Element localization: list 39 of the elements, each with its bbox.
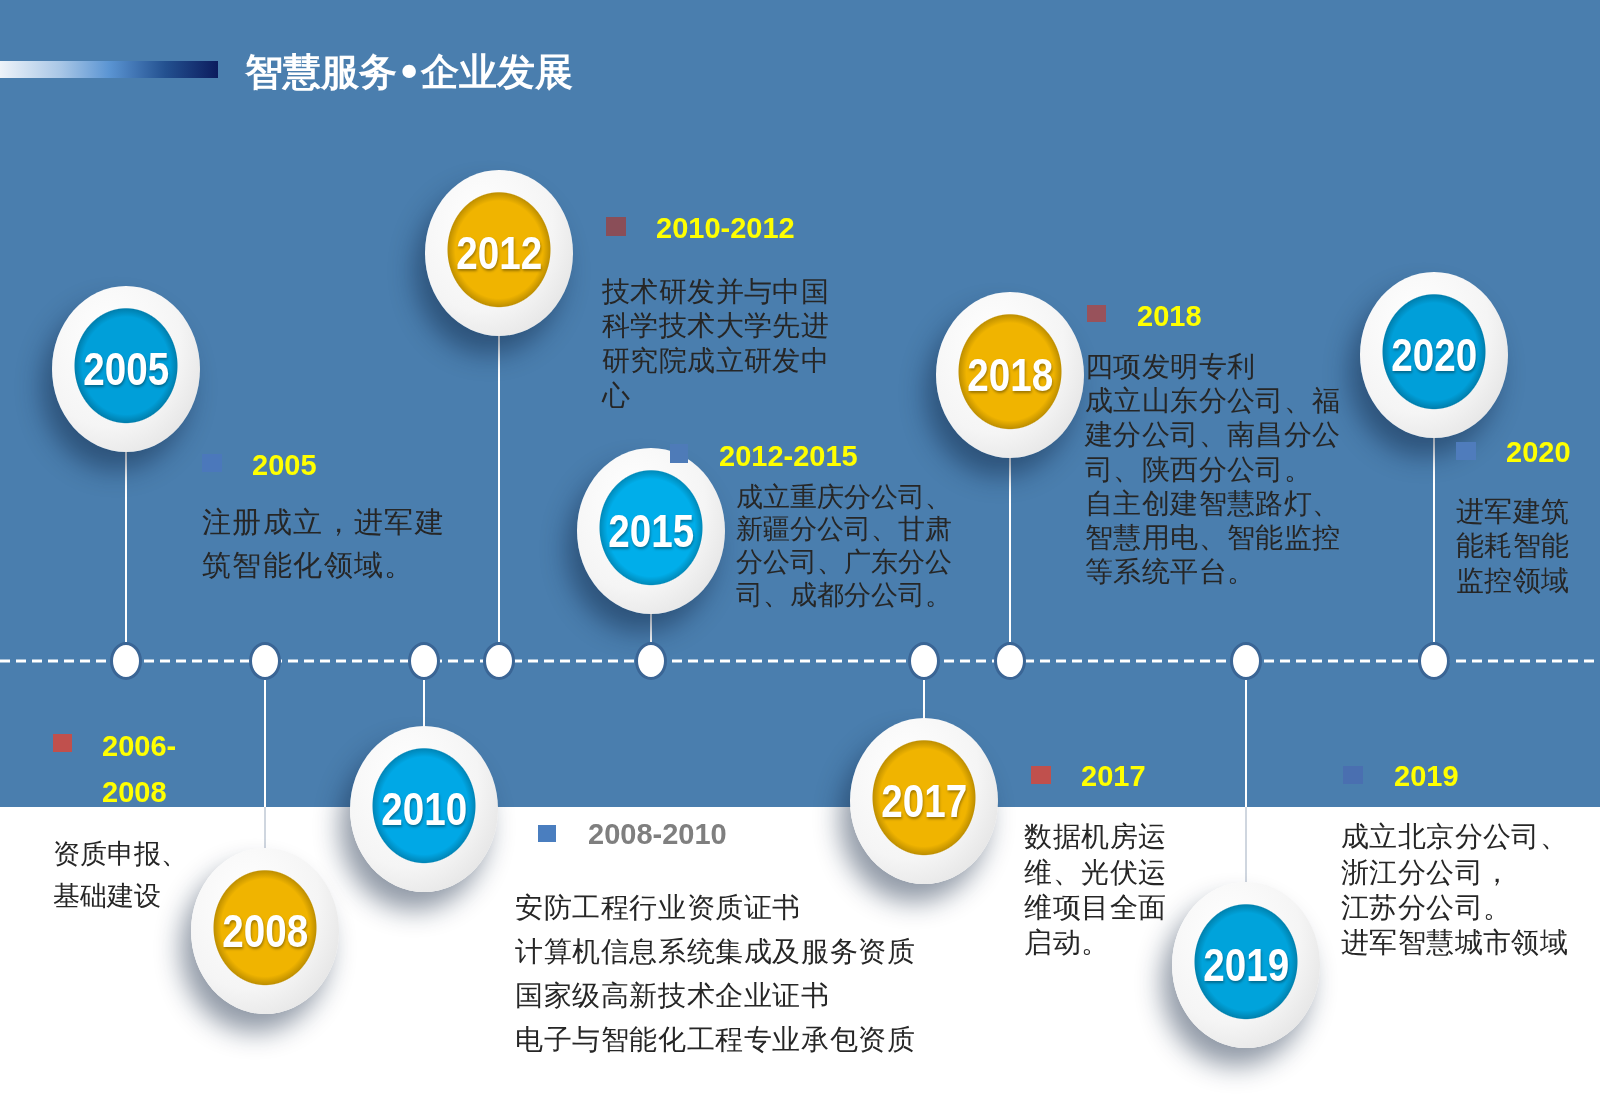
milestone-heading: 2018: [1137, 300, 1202, 332]
milestone-text: 浙江分公司，: [1341, 854, 1512, 890]
year-circle: 2019: [1172, 882, 1320, 1048]
milestone-heading: 2010-2012: [656, 212, 795, 244]
milestone-text: 江苏分公司。: [1341, 889, 1512, 926]
milestone-heading: 2020: [1506, 436, 1571, 468]
milestone-heading: 2019: [1394, 760, 1459, 792]
milestone-text: 成立山东分公司、福建分公司、南昌分公司、陕西分公司。: [1085, 384, 1342, 487]
connector-line: [1245, 679, 1247, 883]
milestone-text: 四项发明专利: [1085, 349, 1256, 385]
milestone-text: 安防工程行业资质证书: [515, 890, 801, 926]
connector-line: [498, 335, 500, 643]
milestone-text: 自主创建智慧路灯、智慧用电、智能监控等系统平台。: [1085, 486, 1342, 590]
milestone-text: 成立重庆分公司、新疆分公司、甘肃分公司、广东分公司、成都分公司。: [736, 480, 953, 612]
connector-line: [1009, 457, 1011, 643]
connector-line: [650, 613, 652, 643]
connector-line: [423, 679, 425, 727]
milestone-text: 国家级高新技术企业证书: [515, 978, 830, 1014]
milestone-text: 电子与智能化工程专业承包资质: [515, 1022, 916, 1058]
connector-line: [264, 679, 266, 849]
milestone-heading: 2005: [252, 449, 317, 481]
page-title: 智慧服务•企业发展: [245, 50, 574, 94]
milestone-text: 进军建筑能耗智能监控领域: [1456, 494, 1571, 599]
connector-line: [923, 679, 925, 719]
milestone-text: 计算机信息系统集成及服务资质: [515, 934, 916, 970]
milestone-text: 数据机房运维、光伏运维项目全面启动。: [1024, 819, 1168, 961]
milestone-text: 注册成立，进军建筑智能化领域。: [202, 503, 447, 584]
milestone-heading: 2006-2008: [102, 729, 178, 810]
milestone-heading: 2017: [1081, 760, 1146, 792]
connector-line: [125, 451, 127, 643]
milestone-text: 成立北京分公司、: [1341, 819, 1569, 855]
milestone-text: 资质申报、基础建设: [53, 837, 189, 913]
year-circle: 2010: [350, 726, 498, 892]
milestone-text: 进军智慧城市领域: [1341, 925, 1569, 961]
milestone-heading: 2008-2010: [588, 818, 727, 850]
milestone-text: 技术研发并与中国科学技术大学先进研究院成立研发中心: [602, 274, 831, 414]
connector-line: [1433, 437, 1435, 643]
year-circle: 2017: [850, 718, 998, 884]
year-circle: 2008: [191, 848, 339, 1014]
